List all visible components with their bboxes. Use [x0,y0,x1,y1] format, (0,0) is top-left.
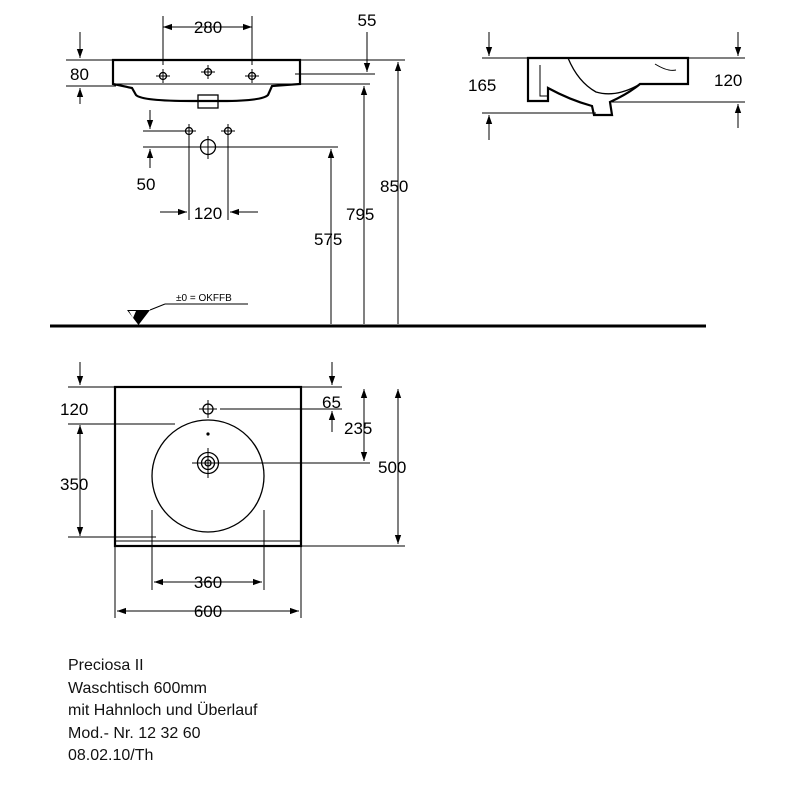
dim-120-side: 120 [714,71,742,90]
dim-80: 80 [70,65,89,84]
front-view-wall-fittings [182,124,235,159]
front-view-tap-holes [156,65,259,83]
plan-view-drain [192,448,224,478]
dim-120-holes: 120 [194,204,222,223]
dim-280: 280 [194,18,222,37]
plan-view: 120 350 65 235 500 360 600 [60,362,406,621]
dim-120-top: 120 [60,400,88,419]
dim-360: 360 [194,573,222,592]
plan-view-overflow [206,432,210,436]
side-view: 165 120 [468,32,745,140]
plan-view-outline [113,385,303,548]
height-dimensions: 575 795 850 [216,59,408,324]
dim-65: 65 [322,393,341,412]
caption-block: Preciosa II Waschtisch 600mm mit Hahnloc… [68,655,257,768]
floor-line-group: ±0 = OKFFB [50,293,706,328]
dim-575: 575 [314,230,342,249]
dim-500: 500 [378,458,406,477]
plan-view-bowl [151,419,265,533]
caption-model-number: Mod.- Nr. 12 32 60 [68,724,201,742]
dim-50: 50 [137,175,156,194]
floor-level-label: ±0 = OKFFB [176,293,232,304]
front-view-basin-outline [111,58,302,103]
dim-55: 55 [358,11,377,30]
side-view-bowl-curve [567,57,641,95]
front-view: 280 55 80 50 120 [66,11,376,223]
caption-product-name: Preciosa II [68,657,144,674]
caption-date: 08.02.10/Th [68,747,154,764]
dim-165: 165 [468,76,496,95]
plan-view-tap-hole [199,400,217,418]
dim-350: 350 [60,475,88,494]
caption-description: Waschtisch 600mm [68,679,207,697]
caption-features: mit Hahnloch und Überlauf [68,702,258,719]
dim-850: 850 [380,177,408,196]
front-view-waste-outlet [197,94,219,109]
dim-600: 600 [194,602,222,621]
dim-235: 235 [344,419,372,438]
side-view-outline [526,56,690,117]
dim-795: 795 [346,205,374,224]
